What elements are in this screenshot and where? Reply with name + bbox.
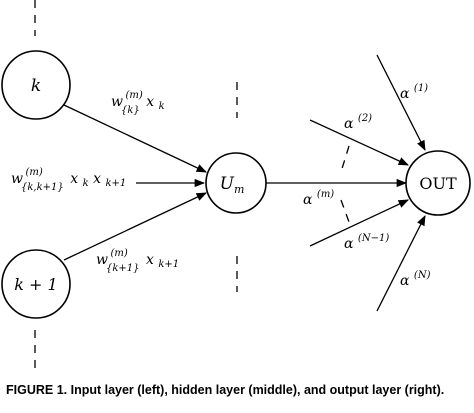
weight-k-tail: x [146, 94, 154, 110]
weight-label-k1: w (m) {k+1} x k+1 [96, 244, 179, 275]
alpha-label-n1: α (N−1) [344, 233, 389, 252]
alpha1-base: α [400, 86, 410, 102]
input-node-k-label: k [31, 76, 41, 96]
weight-kk1-tail-sub: k [83, 178, 89, 189]
weight-kk1-sub: {k,k+1} [21, 182, 64, 193]
alpham-sup: (m) [317, 189, 334, 200]
edge-k-to-hidden [63, 104, 207, 173]
weight-label-kk1: w (m) {k,k+1} x k x k+1 [11, 163, 126, 194]
hidden-node-base: U [220, 174, 235, 194]
alpha-label-n: α (N) [400, 270, 431, 289]
weight-k-sup: (m) [125, 90, 142, 101]
alpha2-base: α [344, 116, 354, 132]
alpha-label-m: α (m) [303, 189, 334, 208]
weight-k-base: w [111, 94, 123, 110]
input-node-k [1, 50, 71, 120]
edge-k1-to-hidden [63, 192, 207, 261]
input-node-k1-label: k + 1 [14, 275, 57, 294]
edge-alpha1 [376, 54, 426, 151]
input-node-k1 [1, 249, 71, 319]
alpha-label-2: α (2) [344, 113, 372, 132]
alphaN-base: α [400, 273, 410, 289]
alphaN1-sup: (N−1) [358, 233, 389, 244]
weight-k-sub: {k} [121, 105, 140, 116]
weight-kk1-base: w [11, 171, 23, 187]
weight-kk1-tail: x [70, 171, 78, 187]
weight-k1-tail: x [146, 252, 154, 268]
edge-alphaN [376, 215, 426, 312]
alpha1-sup: (1) [414, 83, 428, 94]
weight-kk1-tail2-sub: k+1 [105, 178, 126, 189]
output-node [405, 150, 471, 216]
alpha-label-1: α (1) [400, 83, 428, 102]
alpham-base: α [303, 192, 313, 208]
weight-k1-tail-sub: k+1 [158, 259, 179, 270]
figure-caption: FIGURE 1. Input layer (left), hidden lay… [6, 383, 445, 397]
hidden-node-um [205, 152, 267, 214]
weight-k1-sup: (m) [110, 248, 127, 259]
edge-alphaN1 [309, 199, 409, 247]
weight-k-tail-sub: k [159, 101, 165, 112]
weight-k1-base: w [96, 252, 108, 268]
alphaN1-base: α [344, 236, 354, 252]
edge-alpha2 [309, 119, 409, 166]
weight-kk1-tail2: x [93, 171, 101, 187]
output-layer-separator-lower [340, 199, 350, 223]
weight-kk1-sup: (m) [25, 167, 42, 178]
alphaN-sup: (N) [414, 270, 431, 281]
output-node-label: OUT [419, 174, 457, 193]
weight-label-k: w (m) {k} x k [111, 86, 165, 117]
alpha2-sup: (2) [358, 113, 372, 124]
hidden-node-label: Um [220, 174, 245, 196]
hidden-node-sub: m [234, 183, 244, 196]
weight-k1-sub: {k+1} [106, 263, 140, 274]
output-layer-separator-upper [340, 145, 350, 173]
